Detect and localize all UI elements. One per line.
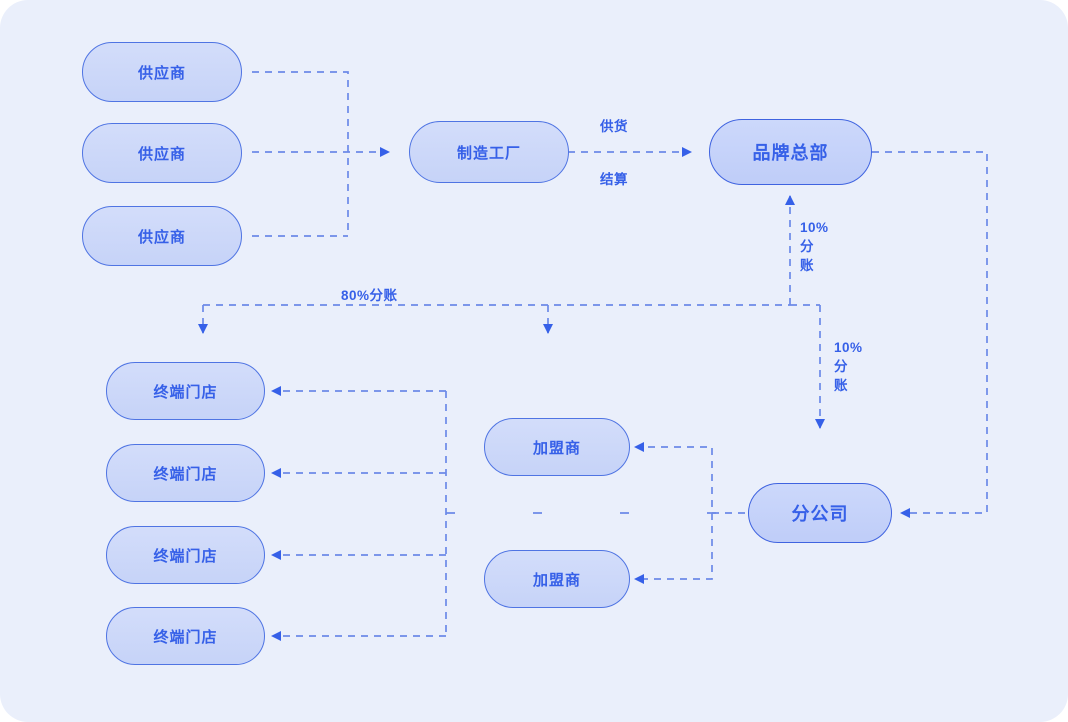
node-label: 加盟商 xyxy=(532,571,581,589)
edge-brandhq-branch xyxy=(872,151,988,518)
node-label: 分公司 xyxy=(791,504,849,524)
edge-branch-franchisee2 xyxy=(634,513,713,584)
node-label: 终端门店 xyxy=(153,465,218,483)
node-label: 终端门店 xyxy=(153,547,218,565)
node-factory[interactable]: 制造工厂 xyxy=(409,121,569,183)
node-label: 供应商 xyxy=(137,228,186,246)
node-supplier-1[interactable]: 供应商 xyxy=(82,42,242,102)
node-label: 供应商 xyxy=(137,145,186,163)
edge-label-split-10-to-branch: 10% 分 账 xyxy=(834,340,863,393)
node-store-2[interactable]: 终端门店 xyxy=(106,444,265,502)
node-store-1[interactable]: 终端门店 xyxy=(106,362,265,420)
edge-supplier1-trunk xyxy=(252,71,349,236)
node-label: 加盟商 xyxy=(532,439,581,457)
node-label: 终端门店 xyxy=(153,383,218,401)
node-branch[interactable]: 分公司 xyxy=(748,483,892,543)
node-supplier-3[interactable]: 供应商 xyxy=(82,206,242,266)
edge-label-settlement: 结算 xyxy=(600,172,628,187)
node-store-3[interactable]: 终端门店 xyxy=(106,526,265,584)
node-franchisee-1[interactable]: 加盟商 xyxy=(484,418,630,476)
node-franchisee-2[interactable]: 加盟商 xyxy=(484,550,630,608)
edge-label-split-80: 80%分账 xyxy=(341,288,398,303)
node-label: 制造工厂 xyxy=(456,144,521,162)
node-store-4[interactable]: 终端门店 xyxy=(106,607,265,665)
edge-label-supply: 供货 xyxy=(600,119,628,134)
node-label: 供应商 xyxy=(137,64,186,82)
node-label: 终端门店 xyxy=(153,628,218,646)
node-supplier-2[interactable]: 供应商 xyxy=(82,123,242,183)
edge-label-split-10-to-hq: 10% 分 账 xyxy=(800,220,829,273)
node-label: 品牌总部 xyxy=(752,143,829,163)
edge-branch-franchisee1 xyxy=(634,442,745,514)
node-brand-hq[interactable]: 品牌总部 xyxy=(709,119,872,185)
